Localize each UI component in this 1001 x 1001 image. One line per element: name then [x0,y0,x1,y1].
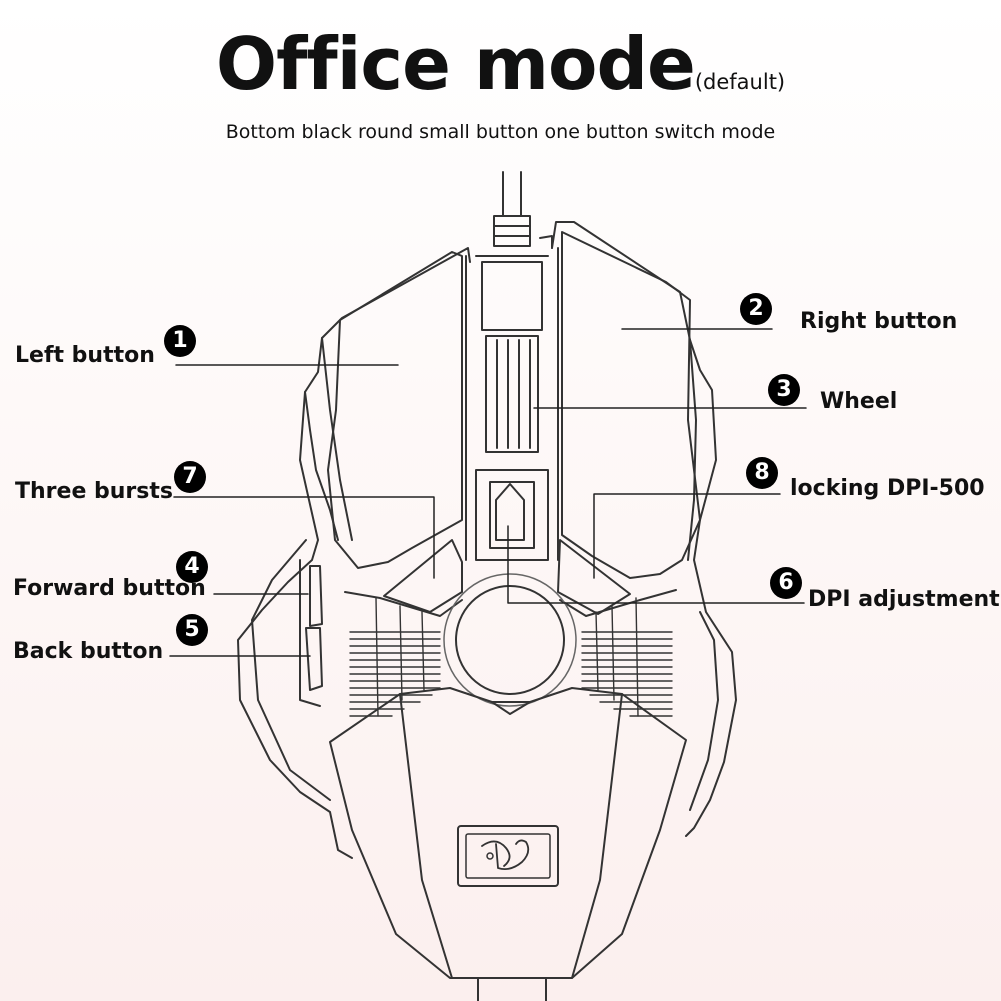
badge-3: 3 [768,374,800,406]
label-wheel: Wheel [820,389,898,414]
badge-1: 1 [164,325,196,357]
mouse-cable [493,171,531,247]
leader-lines [169,328,807,657]
subtitle: Bottom black round small button one butt… [225,121,776,143]
side-buttons [299,559,323,707]
label-back-button: Back button [13,639,164,664]
badge-2: 2 [740,293,772,325]
page-title: Office mode(default) [0,22,1001,106]
badge-5: 5 [176,614,208,646]
badge-8: 8 [746,457,778,489]
locking-button-shape [557,539,631,615]
badge-4: 4 [176,551,208,583]
label-forward-button: Forward button [13,576,206,601]
dpi-button-shape [475,469,549,561]
label-right-button: Right button [800,309,958,334]
mouse-shell [237,221,737,859]
palm-rest [329,687,687,1001]
left-button-shape [327,251,463,569]
scroll-wheel-shape [485,335,539,453]
badge-6: 6 [770,567,802,599]
mode-round-button [455,585,565,695]
label-left-button: Left button [15,343,155,368]
title-main: Office mode [215,22,696,106]
label-locking-dpi: locking DPI-500 [790,476,985,501]
leader-dpi [507,525,805,604]
leader-three-bursts [173,496,435,579]
leader-locking [593,493,781,579]
right-button-shape [561,231,701,579]
logo-icon [457,825,559,887]
center-spine [465,247,559,561]
label-three-bursts: Three bursts [15,479,173,504]
three-bursts-button-shape [383,539,463,613]
badge-7: 7 [174,461,206,493]
label-dpi-adjustment: DPI adjustment [808,587,1000,612]
title-suffix: (default) [694,70,786,94]
